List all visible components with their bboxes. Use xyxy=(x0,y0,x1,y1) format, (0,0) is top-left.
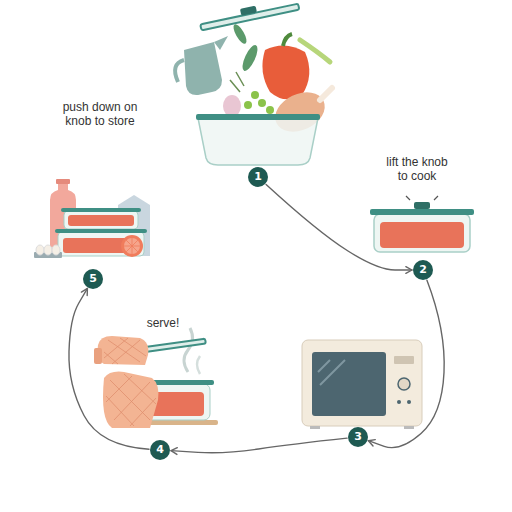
arrow-line xyxy=(368,280,444,447)
covered-dish-illustration xyxy=(370,196,474,252)
circle-fill xyxy=(413,260,433,280)
microwave-illustration xyxy=(302,340,422,429)
circle-fill xyxy=(348,427,368,447)
step-note: serve! xyxy=(133,316,193,330)
arrow-head xyxy=(81,288,87,295)
step-number: 1 xyxy=(248,167,268,187)
step-number-circle: 3 xyxy=(348,427,368,447)
arrow-head xyxy=(171,448,177,455)
circle-fill xyxy=(150,440,170,460)
step-note: lift the knob to cook xyxy=(381,155,453,183)
storage-illustration xyxy=(34,179,150,258)
step-note: push down on knob to store xyxy=(55,100,145,128)
arrow-line xyxy=(171,438,347,453)
flow-arrow xyxy=(266,184,412,273)
step-number-circle: 4 xyxy=(150,440,170,460)
flow-arrow xyxy=(368,280,444,447)
step-number: 4 xyxy=(150,440,170,460)
step-number-circle: 1 xyxy=(248,167,268,187)
step-number: 3 xyxy=(348,427,368,447)
flow-arrow xyxy=(171,438,347,454)
step-number: 2 xyxy=(413,260,433,280)
step-number-circle: 5 xyxy=(83,269,103,289)
arrow-line xyxy=(266,184,412,270)
ingredients-illustration xyxy=(175,0,332,165)
arrow-head xyxy=(368,440,375,446)
step-number: 5 xyxy=(83,269,103,289)
circle-fill xyxy=(248,167,268,187)
flow-arrow xyxy=(69,288,149,449)
arrow-line xyxy=(69,288,149,449)
step-number-circle: 2 xyxy=(413,260,433,280)
arrow-head xyxy=(406,267,412,274)
serving-illustration xyxy=(94,328,218,428)
circle-fill xyxy=(83,269,103,289)
